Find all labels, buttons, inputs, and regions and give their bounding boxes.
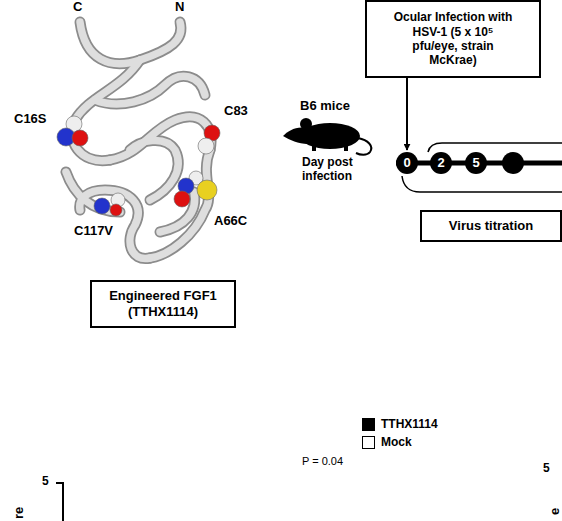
terminus-label: N bbox=[175, 0, 184, 15]
legend-entry: TTHX1114 bbox=[362, 417, 438, 431]
arrow-connector bbox=[406, 78, 408, 150]
legend-entry: Mock bbox=[362, 435, 412, 449]
terminus-label: C bbox=[73, 0, 82, 15]
circle-fill bbox=[465, 152, 487, 174]
p-value: P = 0.04 bbox=[302, 455, 343, 468]
box-text: Ocular Infection with HSV-1 (5 x 10⁵ pfu… bbox=[389, 10, 517, 68]
mutation-label: A66C bbox=[214, 214, 247, 229]
residue-spheres bbox=[57, 116, 220, 216]
mutation-label: C117V bbox=[74, 224, 113, 239]
tick-label: 5 bbox=[543, 462, 550, 476]
protein-box: Engineered FGF1 (TTHX1114) bbox=[90, 280, 236, 328]
day-circle: 2 bbox=[430, 152, 452, 174]
protein-ribbon bbox=[66, 22, 211, 258]
infection-box: Ocular Infection with HSV-1 (5 x 10⁵ pfu… bbox=[365, 0, 541, 78]
box-text: Virus titration bbox=[449, 218, 533, 234]
day-number: 5 bbox=[472, 155, 479, 171]
tick-label: 5 bbox=[42, 475, 49, 489]
day-circle: 0 bbox=[396, 152, 418, 174]
day-circle: 5 bbox=[465, 152, 487, 174]
group-label: B6 mice bbox=[300, 99, 350, 114]
legend-swatch bbox=[362, 436, 375, 449]
axis-label: Day post infection bbox=[302, 156, 372, 184]
legend-text: Mock bbox=[381, 435, 412, 449]
assay-box: Virus titration bbox=[420, 210, 562, 242]
legend-text: TTHX1114 bbox=[381, 417, 438, 431]
axis bbox=[56, 482, 63, 521]
timeline bbox=[396, 143, 562, 192]
day-number: 0 bbox=[403, 155, 410, 171]
circle-fill bbox=[396, 152, 418, 174]
axis-title: e bbox=[548, 508, 562, 515]
day-number: 2 bbox=[437, 155, 444, 171]
mouse-silhouette bbox=[283, 118, 371, 155]
axis-title: re bbox=[12, 507, 27, 519]
circle-fill bbox=[430, 152, 452, 174]
mutation-label: C16S bbox=[14, 112, 47, 127]
legend-swatch bbox=[362, 418, 375, 431]
box-text: Engineered FGF1 (TTHX1114) bbox=[97, 288, 229, 319]
mutation-label: C83 bbox=[224, 104, 248, 119]
